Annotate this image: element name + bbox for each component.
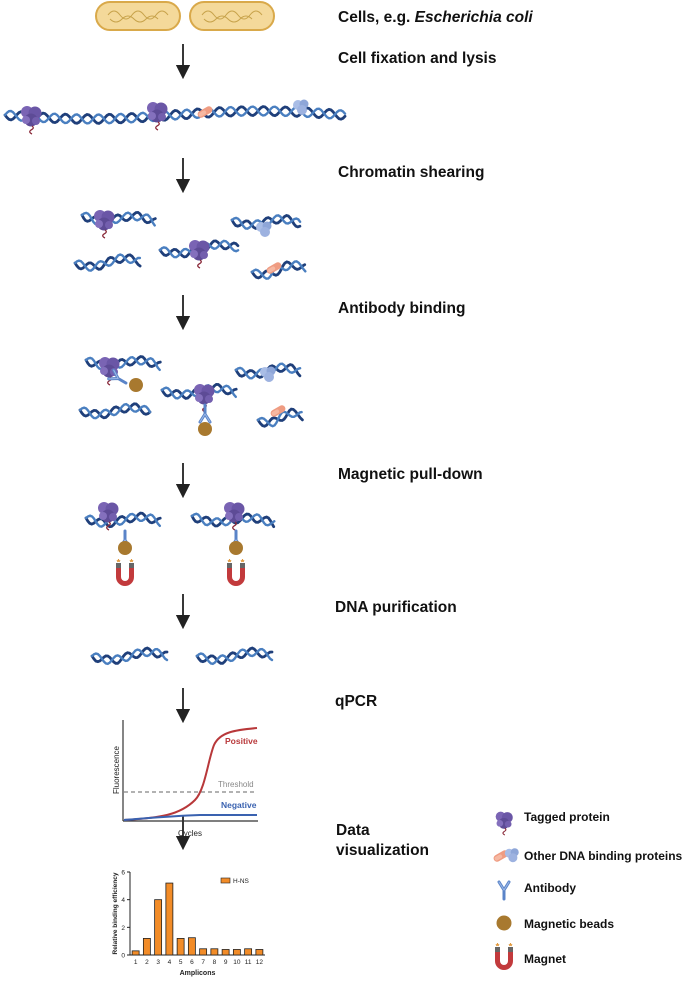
positive-label: Positive (225, 736, 258, 746)
step-label-cells: Cells, e.g. Escherichia coli (338, 9, 533, 27)
legend-swatch (220, 877, 231, 884)
x-tick-label: 1 (134, 959, 138, 966)
bar-11 (244, 948, 253, 956)
legend-label-antibody: Antibody (524, 881, 576, 895)
legend-label-tagged-protein: Tagged protein (524, 810, 610, 824)
other-protein-blue-icon (256, 221, 272, 237)
qpcr-xlabel: Cycles (178, 829, 202, 838)
dna-strands (3, 105, 347, 666)
x-tick-label: 7 (201, 959, 205, 966)
bar-5 (176, 938, 185, 956)
tagged-protein-icon (93, 209, 116, 239)
legend-label-beads: Magnetic beads (524, 917, 615, 931)
legend-label-magnet: Magnet (524, 952, 566, 966)
legend-entry-hns: H-NS (233, 878, 250, 885)
magnetic-bead-icon (198, 422, 212, 436)
x-tick-label: 5 (179, 959, 183, 966)
bar-4 (165, 882, 174, 956)
step-label-fixation: Cell fixation and lysis (338, 50, 497, 67)
tagged-protein-icon (188, 239, 211, 269)
magnet-icon (226, 558, 246, 587)
step-label-cells-species: Escherichia coli (414, 9, 533, 26)
step-label-qpcr: qPCR (335, 693, 378, 710)
tagged-protein-icon (146, 101, 169, 131)
step-label-cells-text: Cells, e.g. (338, 9, 415, 26)
dna-fragment (84, 355, 162, 372)
legend-label-other-proteins: Other DNA binding proteins (524, 849, 683, 863)
other-protein-blue-icon (260, 366, 276, 382)
other-protein-blue-icon (293, 99, 309, 115)
step-label-pulldown: Magnetic pull-down (338, 466, 483, 483)
y-tick-label: 6 (121, 870, 125, 877)
bar-9 (221, 949, 230, 956)
threshold-label: Threshold (218, 780, 254, 789)
bar-3 (154, 899, 163, 956)
dna-fragment (256, 407, 304, 428)
qpcr-ylabel: Fluorescence (112, 745, 121, 794)
x-tick-label: 12 (256, 959, 264, 966)
y-tick-label: 2 (121, 925, 125, 932)
step-label-visualization: Data visualization (336, 821, 429, 861)
bar-8 (210, 948, 219, 956)
bar-1 (131, 950, 140, 956)
step-label-purification: DNA purification (335, 599, 457, 616)
dna-fragment (78, 402, 152, 420)
y-tick-label: 0 (121, 953, 125, 960)
dna-fragment (195, 646, 274, 666)
negative-curve (123, 814, 257, 821)
x-tick-label: 6 (190, 959, 194, 966)
x-tick-label: 4 (168, 959, 172, 966)
step-label-visualization-line2: visualization (336, 842, 430, 859)
legend-antibody-icon (497, 880, 511, 901)
tagged-protein-icon (20, 105, 43, 135)
magnetic-bead-icon (129, 378, 143, 392)
step-label-antibody: Antibody binding (338, 300, 466, 317)
legend-tagged-protein-icon (495, 811, 514, 836)
x-tick-label: 2 (145, 959, 149, 966)
x-tick-label: 3 (156, 959, 160, 966)
cell-2 (189, 1, 275, 31)
dna-fragment (3, 105, 347, 125)
magnetic-bead-icon (118, 541, 132, 555)
qpcr-plot: Positive Threshold Negative Cycles Fluor… (112, 720, 258, 838)
cell-1 (95, 1, 181, 31)
bar-7 (199, 948, 208, 956)
tagged-protein-icon (98, 356, 121, 386)
x-tick-label: 11 (245, 959, 252, 966)
x-tick-label: 8 (213, 959, 217, 966)
dna-fragment (84, 511, 162, 529)
other-protein-orange-icon (269, 403, 287, 419)
dna-fragment (80, 210, 157, 227)
step-label-shearing: Chromatin shearing (338, 164, 485, 181)
y-axis-label: Relative binding efficiency (112, 872, 119, 954)
legend-blue-protein-icon (504, 848, 519, 863)
x-axis-label: Amplicons (180, 970, 216, 977)
step-label-visualization-line1: Data (336, 822, 370, 839)
negative-label: Negative (221, 800, 257, 810)
legend-magnet-icon (494, 942, 514, 971)
bar-12 (255, 949, 264, 956)
bar-10 (232, 949, 241, 956)
y-tick-label: 4 (121, 897, 125, 904)
antibody-icon (198, 403, 212, 424)
magnet-icon (115, 558, 135, 587)
legend-bead-icon (496, 915, 512, 931)
magnetic-bead-icon (229, 541, 243, 555)
dna-fragment (73, 253, 142, 272)
bar-2 (142, 938, 151, 956)
dna-fragment (90, 646, 169, 666)
x-tick-label: 10 (233, 959, 241, 966)
x-tick-label: 9 (224, 959, 228, 966)
positive-curve (123, 727, 258, 821)
bar-6 (187, 937, 196, 956)
